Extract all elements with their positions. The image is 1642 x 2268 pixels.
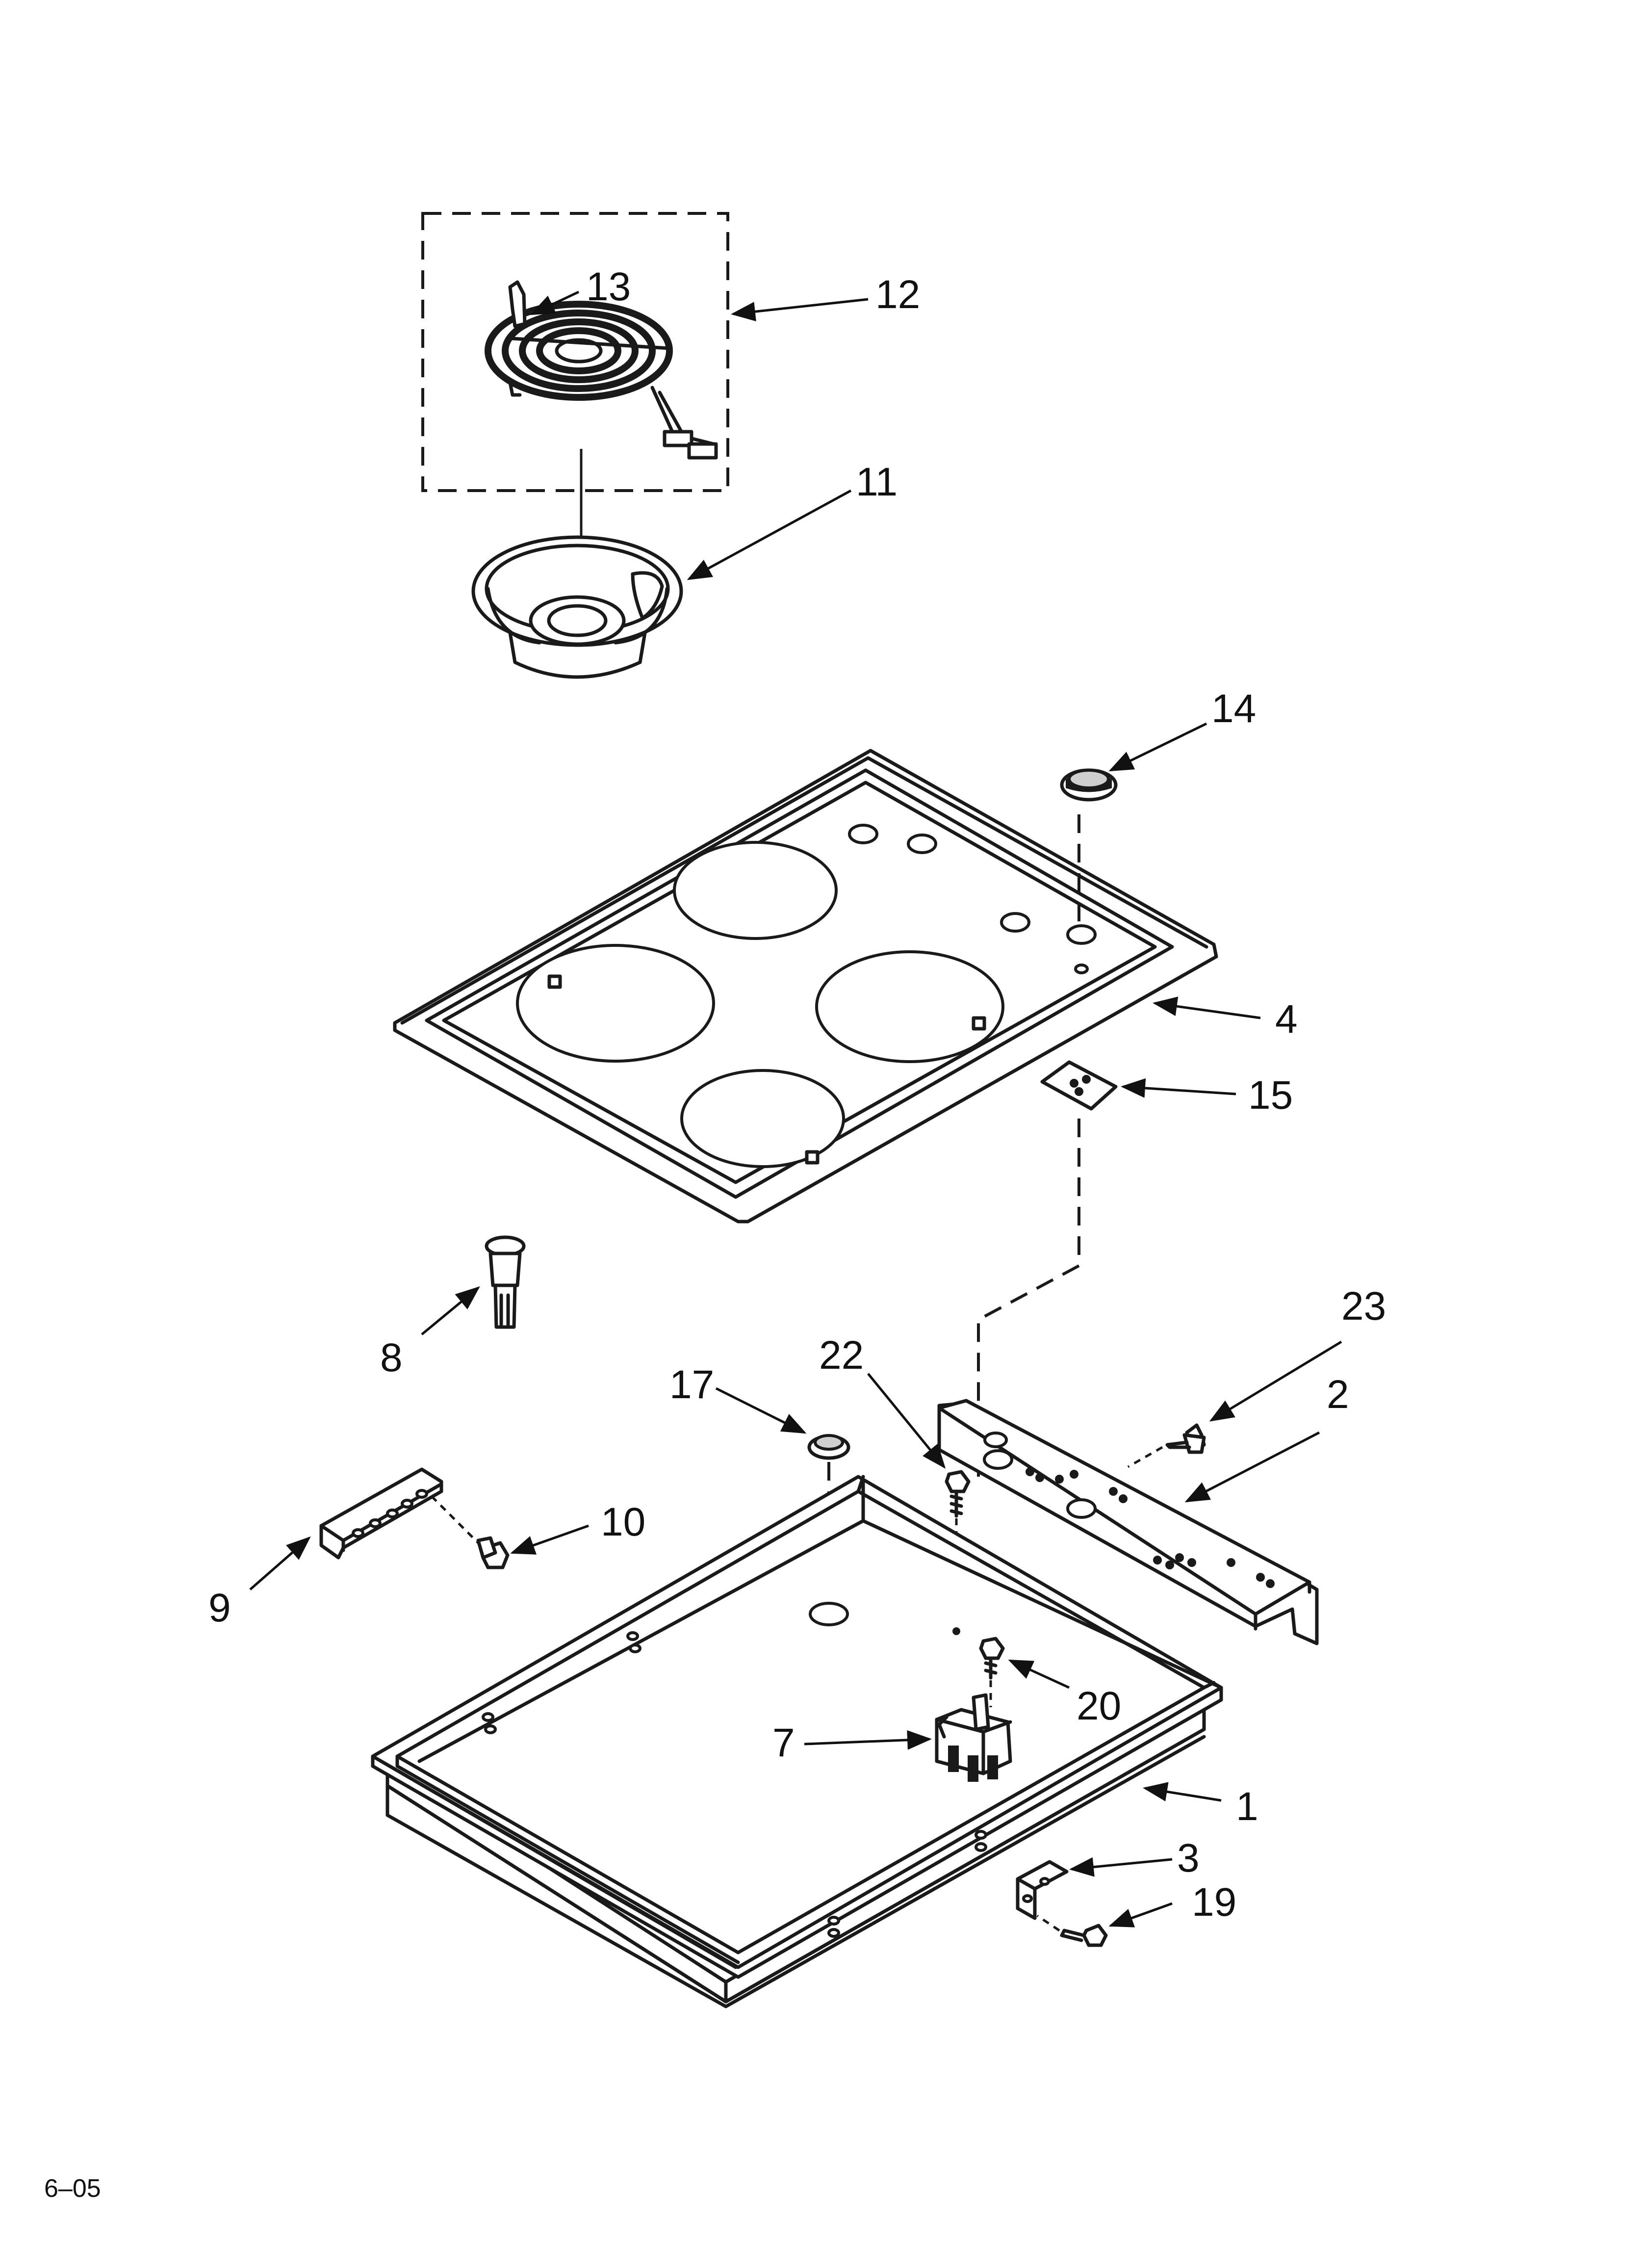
alignment-line-screw-19 [1036,1914,1060,1932]
callout-11: 11 [856,460,898,504]
part-22-screw [945,1470,971,1518]
leader-13 [530,290,580,315]
leader-22 [867,1373,946,1469]
callout-12: 12 [875,272,920,317]
alignment-line-screw-10 [431,1495,479,1544]
callout-15: 15 [1248,1073,1293,1118]
part-17-grommet [807,1434,850,1460]
part-11-drip-bowl [471,535,683,679]
callout-23: 23 [1341,1284,1386,1329]
leader-1 [1143,1782,1222,1802]
leader-11 [687,489,852,580]
part-7-switch [935,1693,1012,1782]
revision-code: 6–05 [44,2174,101,2203]
part-10-screw [476,1536,510,1569]
leader-4 [1153,996,1261,1019]
part-4-cooktop [393,749,1218,1224]
alignment-line-pad [977,1119,1080,1477]
callout-labels: 13 12 11 14 4 15 8 17 22 23 2 10 9 20 7 … [208,264,1386,1925]
leader-8 [421,1286,480,1335]
leader-20 [1008,1659,1070,1689]
callout-2: 2 [1327,1372,1349,1417]
part-13-terminal-clip [508,280,527,328]
part-8-indicator-light [485,1235,526,1329]
callout-19: 19 [1192,1880,1236,1925]
kit-boundary [421,212,729,492]
leader-9 [249,1536,311,1590]
callout-17: 17 [669,1362,714,1407]
leader-7 [804,1730,932,1750]
leader-19 [1108,1902,1173,1928]
callout-9: 9 [208,1586,231,1630]
burner-opening-front-right [680,1069,845,1168]
part-12-element-kit [421,212,729,492]
burner-opening-rear-left [673,841,838,940]
part-15-pad [1040,1060,1118,1111]
callout-22: 22 [819,1333,864,1378]
leader-2 [1184,1431,1320,1503]
leader-14 [1108,722,1207,772]
part-2-control-bracket [937,1399,1319,1645]
callout-13: 13 [586,264,631,309]
leader-10 [510,1524,589,1555]
burner-opening-rear-right [815,950,1004,1063]
callout-20: 20 [1077,1684,1121,1728]
part-14-knob [1060,768,1118,802]
coil-element [485,301,718,460]
callout-4: 4 [1275,997,1298,1042]
part-19-screw [1060,1924,1108,1947]
part-3-bracket [1016,1860,1069,1920]
leader-17 [715,1387,807,1434]
part-20-screw [979,1637,1005,1680]
callout-10: 10 [601,1500,645,1544]
leader-23 [1209,1340,1342,1422]
leader-12 [731,298,869,322]
leader-lines [249,290,1342,1928]
part-9-bracket [319,1467,443,1560]
callout-14: 14 [1211,686,1256,731]
leader-3 [1069,1857,1173,1877]
part-1-base-pan [371,1475,1223,2008]
callout-7: 7 [772,1721,795,1765]
callout-3: 3 [1177,1836,1200,1880]
leader-15 [1121,1078,1236,1098]
alignment-line-screw-23 [1127,1446,1163,1468]
callout-1: 1 [1236,1784,1258,1829]
callout-8: 8 [380,1335,403,1380]
part-23-screw [1165,1423,1206,1454]
burner-opening-front-left [516,944,715,1063]
